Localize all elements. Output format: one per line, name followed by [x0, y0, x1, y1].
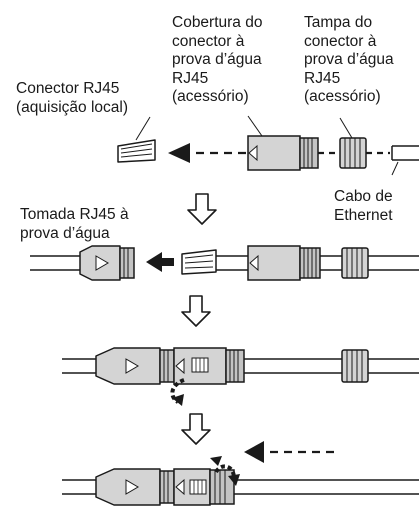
label-rj45-connector: Conector RJ45 (aquisição local)	[16, 80, 128, 116]
step2	[30, 245, 419, 281]
connector-cover-part	[247, 135, 319, 171]
step3	[62, 347, 419, 406]
arrow-left-icon	[146, 252, 174, 272]
rj45-plug	[181, 249, 248, 275]
connector-cover-part	[247, 245, 321, 281]
rj45-plug-loose	[117, 139, 156, 163]
connector-cap-part	[339, 137, 367, 169]
label-connector-cap: Tampa do conector à prova d’água RJ45 (a…	[304, 14, 394, 105]
rotate-arrow-icon	[170, 378, 185, 404]
arrow-down-icon	[181, 413, 211, 445]
step1	[117, 115, 419, 176]
arrow-down-icon	[187, 193, 217, 225]
ethernet-cable-end	[391, 145, 419, 161]
label-connector-cover: Cobertura do conector à prova d’água RJ4…	[172, 14, 263, 105]
arrow-left-icon	[244, 441, 264, 463]
arrow-down-icon	[181, 295, 211, 327]
label-waterproof-socket: Tomada RJ45 à prova d’água	[20, 206, 129, 242]
waterproof-socket-part	[79, 245, 135, 281]
connector-cap-part	[341, 247, 369, 279]
arrow-left-icon	[168, 143, 190, 163]
step4	[62, 456, 419, 506]
label-ethernet-cable: Cabo de Ethernet	[334, 188, 393, 224]
